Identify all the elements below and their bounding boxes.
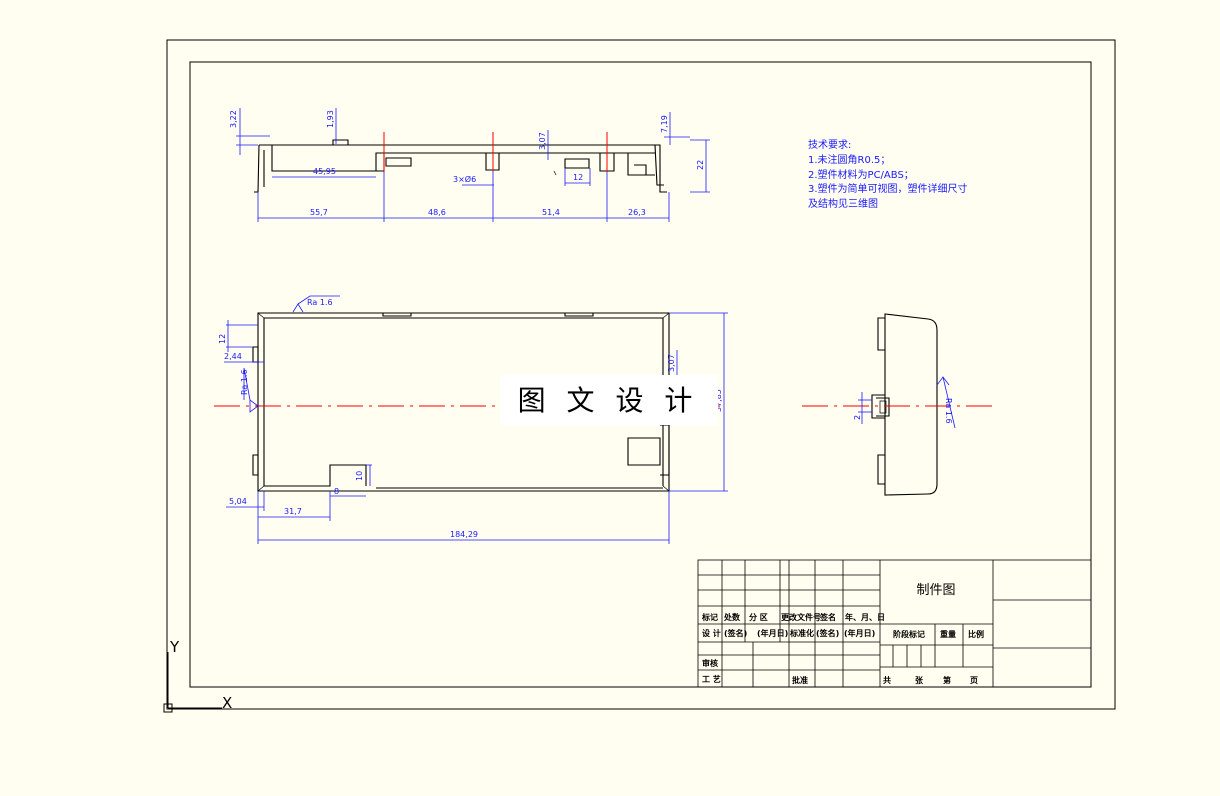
tb-total: 共 bbox=[883, 675, 891, 685]
dim-12-top: 12 bbox=[573, 173, 583, 182]
ucs-y-label: Y bbox=[169, 638, 180, 656]
dim-57-85: 57,85 bbox=[714, 389, 723, 412]
tb-label-change-doc: 更改文件号 bbox=[781, 612, 821, 622]
dim-184-29: 184,29 bbox=[450, 530, 478, 539]
notes-title: 技术要求: bbox=[808, 138, 851, 151]
watermark-text: 图 文 设 计 bbox=[518, 384, 699, 417]
dim-8: 8 bbox=[334, 487, 339, 496]
dim-5-04: 5,04 bbox=[229, 497, 247, 506]
tb-std-date: (年月日) bbox=[844, 628, 875, 638]
tb-audit: 审核 bbox=[702, 658, 718, 668]
inner-frame-border bbox=[189, 61, 1092, 688]
note-line-2: 2.塑件材料为PC/ABS； bbox=[808, 168, 914, 181]
tb-label-sign: 签名 bbox=[819, 612, 836, 622]
tb-stage-mark: 阶段标记 bbox=[893, 629, 925, 639]
tb-design: 设 计 bbox=[702, 628, 721, 638]
tb-no: 第 bbox=[943, 675, 951, 685]
dim-48-6: 48,6 bbox=[428, 208, 446, 217]
dim-3-07-top: 3,07 bbox=[538, 132, 547, 150]
ucs-axis-icon: Y X bbox=[163, 638, 232, 713]
drawing-name: 制件图 bbox=[916, 583, 955, 598]
tb-standard: 标准化 bbox=[789, 628, 814, 638]
tb-process: 工 艺 bbox=[702, 674, 721, 684]
dim-1-93: 1,93 bbox=[326, 110, 335, 128]
ra-left-label: Ra 1.6 bbox=[240, 369, 249, 395]
dim-12-front: 12 bbox=[218, 334, 227, 344]
note-line-1: 1.未注圆角R0.5； bbox=[808, 153, 890, 166]
tb-std-sign: (签名) bbox=[816, 628, 839, 638]
tb-label-mark: 标记 bbox=[701, 612, 718, 622]
outer-sheet-border bbox=[166, 39, 1116, 710]
note-line-3: 3.塑件为简单可视图，塑件详细尺寸 bbox=[808, 182, 968, 195]
dim-51-4: 51,4 bbox=[542, 208, 560, 217]
dim-31-7: 31,7 bbox=[284, 507, 302, 516]
dim-7-19: 7,19 bbox=[660, 115, 669, 133]
ra-top-label: Ra 1.6 bbox=[307, 298, 333, 307]
side-view: 2 Ra 1.6 bbox=[802, 313, 995, 496]
dim-55-7: 55,7 bbox=[310, 208, 328, 217]
ra-side-label: Ra 1.6 bbox=[944, 398, 953, 424]
dim-2-side: 2 bbox=[853, 415, 862, 420]
dim-3-07-front: 3,07 bbox=[667, 354, 676, 372]
dim-26-3: 26,3 bbox=[628, 208, 646, 217]
tb-design-date: (年月日) bbox=[757, 628, 788, 638]
tb-page: 页 bbox=[970, 676, 978, 685]
technical-notes: 技术要求: 1.未注圆角R0.5； 2.塑件材料为PC/ABS； 3.塑件为简单… bbox=[808, 138, 968, 210]
tb-approve: 批准 bbox=[792, 675, 808, 685]
dim-3xd6: 3×Ø6 bbox=[453, 174, 476, 184]
tb-scale: 比例 bbox=[968, 629, 984, 639]
dim-45-95: 45,95 bbox=[313, 167, 336, 176]
ucs-x-label: X bbox=[222, 694, 232, 712]
dim-3-22: 3,22 bbox=[229, 110, 238, 128]
tb-label-zone: 分 区 bbox=[749, 612, 768, 622]
tb-design-sign: (签名) bbox=[724, 628, 747, 638]
note-line-4: 及结构见三维图 bbox=[808, 197, 878, 210]
title-block: 制件图 标记 处数 分 区 更改文件号 签名 年、月、日 设 计 (签名) (年… bbox=[697, 559, 1092, 688]
top-view: 55,7 48,6 51,4 26,3 45,95 3×Ø6 12 22 3,2… bbox=[229, 108, 710, 222]
dim-10: 10 bbox=[355, 471, 364, 481]
watermark: 图 文 设 计 bbox=[500, 375, 718, 425]
tb-label-count: 处数 bbox=[723, 612, 741, 622]
dim-22: 22 bbox=[696, 160, 705, 170]
tb-label-date: 年、月、日 bbox=[845, 612, 885, 622]
dim-2-44: 2,44 bbox=[224, 352, 242, 361]
tb-weight: 重量 bbox=[940, 629, 956, 639]
tb-sheets: 张 bbox=[915, 676, 924, 685]
